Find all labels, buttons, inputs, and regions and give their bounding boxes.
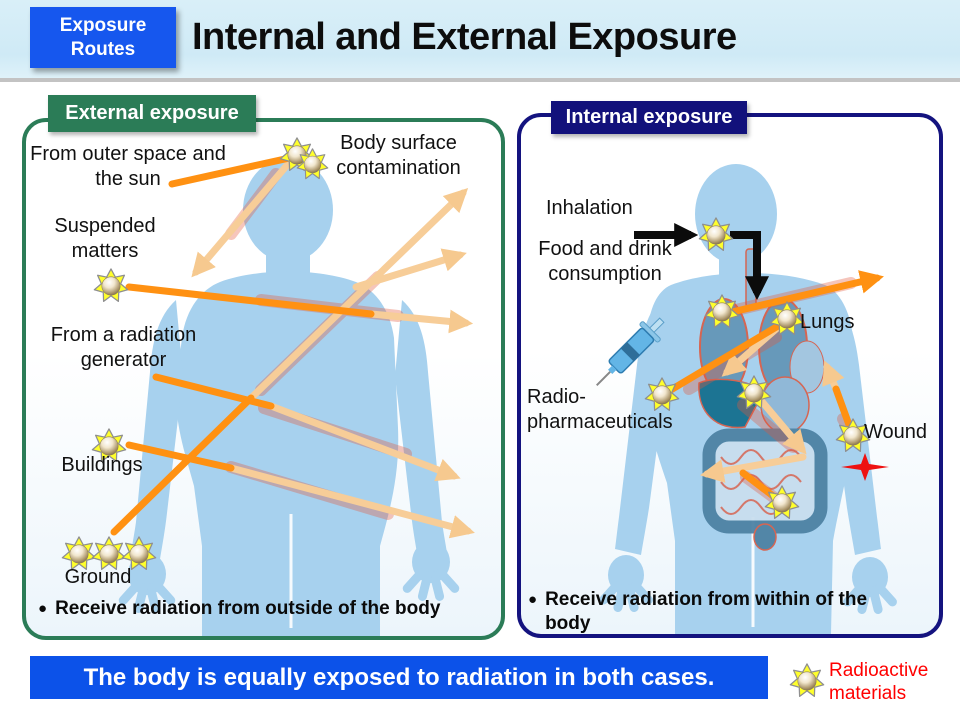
label-inhalation: Inhalation — [546, 197, 633, 219]
label-food-drink: Food and drink consumption — [538, 238, 672, 285]
label-suspended-matters: Suspended matters — [54, 215, 156, 262]
external-exposure-panel — [22, 118, 505, 640]
internal-exposure-panel — [517, 113, 943, 638]
external-summary: ● Receive radiation from outside of the … — [38, 597, 498, 621]
internal-summary-text: Receive radiation from within of the bod… — [545, 589, 868, 634]
label-body-surface: Body surface contamination — [336, 132, 461, 179]
label-ground: Ground — [64, 566, 132, 588]
page-title: Internal and External Exposure — [192, 16, 737, 58]
legend-label: Radioactive materials — [829, 660, 929, 704]
bullet-icon: ● — [528, 591, 538, 608]
label-outer-space: From outer space and the sun — [30, 143, 226, 190]
label-buildings: Buildings — [61, 454, 143, 476]
label-radiation-generator: From a radiation generator — [50, 324, 197, 371]
exposure-routes-badge: Exposure Routes — [30, 7, 176, 68]
internal-summary: ● Receive radiation from within of the b… — [528, 588, 913, 636]
conclusion-banner: The body is equally exposed to radiation… — [30, 656, 768, 699]
header-divider — [0, 78, 960, 82]
bullet-icon: ● — [38, 600, 48, 617]
label-radiopharmaceuticals: Radio-pharmaceuticals — [527, 386, 673, 433]
legend-radioactive-star-icon — [789, 663, 825, 698]
external-exposure-tab: External exposure — [48, 95, 256, 132]
label-lungs: Lungs — [800, 311, 855, 333]
external-summary-text: Receive radiation from outside of the bo… — [55, 598, 441, 619]
label-wound: Wound — [864, 421, 928, 443]
internal-exposure-tab: Internal exposure — [551, 101, 747, 134]
